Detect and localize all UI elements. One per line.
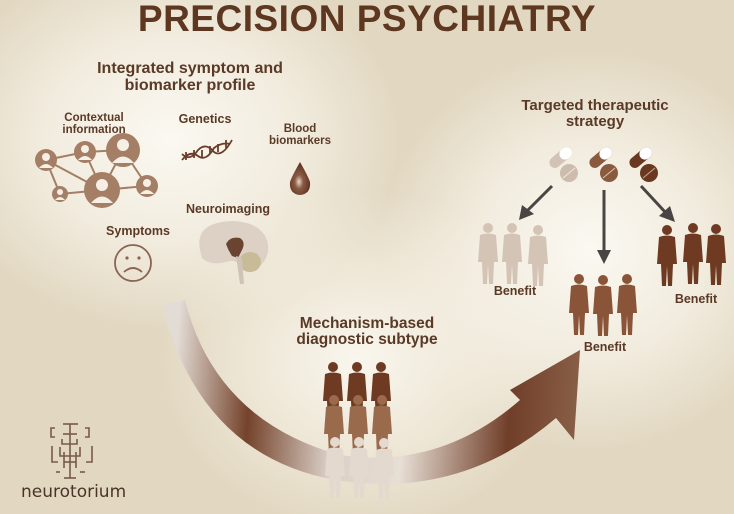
contextual-label: Contextual information: [44, 112, 144, 136]
blood-label-line2: biomarkers: [268, 135, 331, 148]
pill-group-1: [549, 147, 578, 182]
curved-arrow-body: [162, 300, 580, 484]
brand-name: neurotorium: [21, 482, 127, 502]
neuroimaging-label: Neuroimaging: [185, 202, 271, 216]
subtype-heading-line1: Mechanism-based: [299, 315, 435, 332]
benefit-label-2: Benefit: [583, 340, 627, 354]
arrow-to-group-1: [525, 184, 554, 213]
blood-label-line1: Blood: [283, 123, 317, 135]
profile-heading-line1: Integrated symptom and: [97, 60, 283, 77]
subtype-heading: Mechanism-based diagnostic subtype: [272, 315, 462, 349]
pill-group-3: [629, 147, 658, 182]
genetics-label: Genetics: [178, 112, 232, 126]
strategy-heading-line2: strategy: [565, 112, 625, 130]
contextual-label-line1: Contextual: [64, 112, 124, 124]
benefit-label-3: Benefit: [674, 292, 718, 306]
arrow-to-group-3: [639, 184, 668, 215]
strategy-heading-line1: Targeted therapeutic: [521, 97, 669, 114]
page-title: PRECISION PSYCHIATRY: [137, 0, 597, 39]
profile-heading-line2: biomarker profile: [124, 76, 256, 94]
strategy-heading: Targeted therapeutic strategy: [495, 98, 695, 130]
blood-biomarkers-label: Blood biomarkers: [260, 123, 340, 147]
contextual-label-line2: information: [62, 124, 126, 137]
pill-group-2: [589, 147, 618, 182]
subtype-heading-line2: diagnostic subtype: [296, 331, 438, 349]
profile-heading: Integrated symptom and biomarker profile: [70, 60, 310, 95]
benefit-label-1: Benefit: [493, 284, 537, 298]
symptoms-label: Symptoms: [106, 224, 170, 238]
